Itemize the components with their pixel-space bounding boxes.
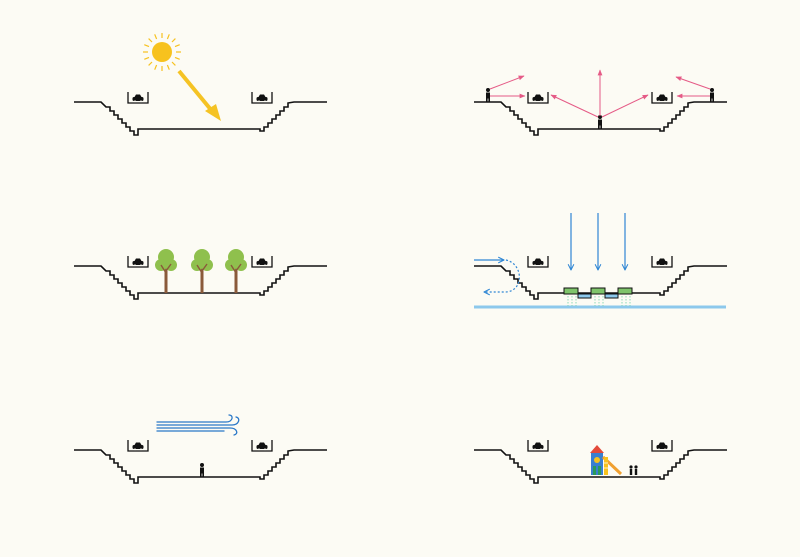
person-icon: [200, 463, 204, 477]
person-icon: [486, 88, 490, 102]
infiltration-planters: [563, 287, 633, 306]
slide-icon: [601, 455, 623, 476]
car-icon: [527, 439, 549, 452]
panel-stormwater: [473, 213, 728, 309]
section-profile: [73, 449, 328, 484]
tree-icon: [154, 248, 178, 294]
car-icon: [651, 91, 673, 104]
car-icon: [251, 91, 273, 104]
car-icon: [127, 439, 149, 452]
tree-icon: [224, 248, 248, 294]
car-icon: [651, 255, 673, 268]
panel-playground: [473, 439, 728, 484]
person-icon: [598, 115, 602, 129]
car-icon: [527, 91, 549, 104]
car-icon: [251, 255, 273, 268]
wind-icon: [156, 414, 240, 436]
section-profile: [73, 101, 328, 136]
sight-line-arrows: [489, 69, 711, 118]
sun-icon: [143, 33, 181, 71]
tree-icon: [190, 248, 214, 294]
car-icon: [527, 255, 549, 268]
car-icon: [127, 255, 149, 268]
car-icon: [251, 439, 273, 452]
rain-arrows: [571, 213, 625, 270]
sun-ray-arrow: [177, 69, 221, 121]
panel-sunlight: [73, 33, 328, 136]
car-icon: [127, 91, 149, 104]
panel-wind: [73, 414, 328, 484]
car-icon: [651, 439, 673, 452]
children-icon: [629, 465, 638, 475]
person-icon: [710, 88, 714, 102]
runoff-arrows: [474, 260, 520, 292]
panel-trees: [73, 248, 328, 300]
play-structure-icon: [590, 445, 604, 475]
panel-views: [473, 69, 728, 136]
